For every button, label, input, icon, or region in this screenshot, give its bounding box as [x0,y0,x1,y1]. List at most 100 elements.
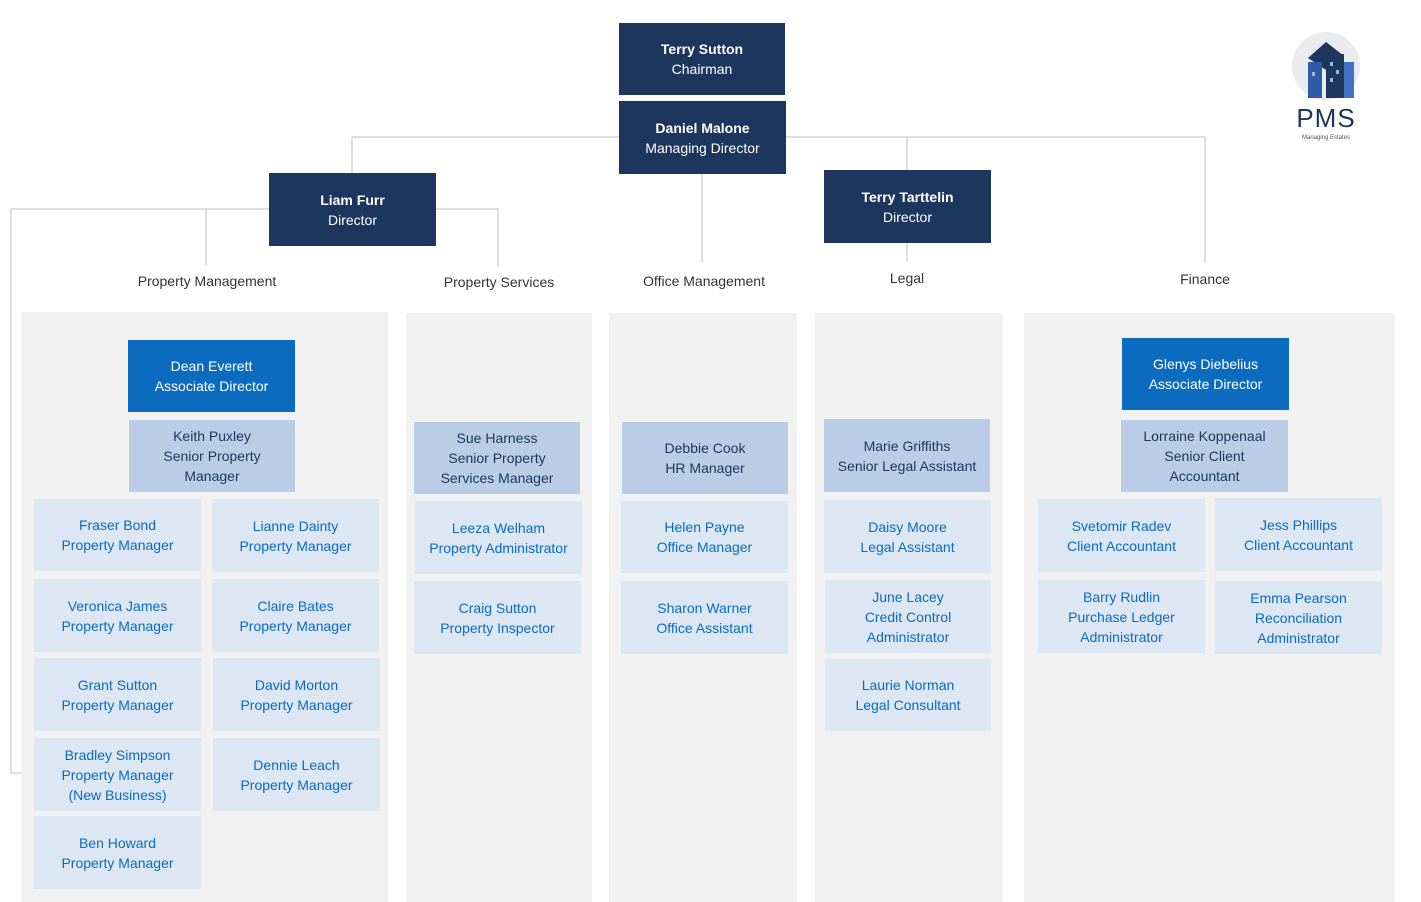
person-role: Chairman [671,61,733,77]
person-name: Craig Sutton [458,599,537,616]
staff-box: June Lacey Credit Control Administrator [825,580,991,653]
person-role: Credit Control [864,608,952,625]
staff-box: Leeza Welham Property Administrator [415,501,582,574]
person-name: Liam Furr [320,191,385,208]
person-name: Jess Phillips [1259,516,1338,533]
staff-box: Grant Sutton Property Manager [34,658,201,731]
person-name: Leeza Welham [451,519,546,536]
person-name: Lorraine Koppenaal [1143,428,1266,444]
senior-box-debbie-cook: Debbie Cook HR Manager [622,422,788,494]
person-name: Veronica James [67,597,168,614]
person-role: Senior Client [1164,448,1245,464]
senior-box-marie-griffiths: Marie Griffiths Senior Legal Assistant [824,419,990,492]
person-role: Senior Property [448,450,546,466]
person-role: Office Assistant [656,619,753,636]
person-role: Property Manager [240,696,353,713]
staff-box: Emma Pearson Reconciliation Administrato… [1215,581,1382,654]
staff-box: Fraser Bond Property Manager [34,499,201,571]
person-role: Manager [184,468,240,484]
person-name: Daisy Moore [868,518,947,535]
senior-box-sue-harness: Sue Harness Senior Property Services Man… [414,422,580,494]
building-logo-icon [1292,32,1360,100]
staff-box: Barry Rudlin Purchase Ledger Administrat… [1038,580,1205,653]
person-role: Property Manager [239,617,352,634]
staff-box: Svetomir Radev Client Accountant [1038,499,1205,572]
chairman-box: Terry Sutton Chairman [619,23,785,95]
person-role: Associate Director [1148,376,1263,392]
person-role: HR Manager [665,460,745,476]
person-role: Administrator [1257,629,1340,646]
person-role: Director [327,211,377,228]
person-name: Marie Griffiths [863,437,951,454]
person-name: Helen Payne [664,519,745,535]
staff-box: Sharon Warner Office Assistant [621,581,788,654]
person-role: Accountant [1169,468,1240,484]
person-name: David Morton [254,676,339,693]
person-role: Client Accountant [1244,536,1353,553]
person-name: Claire Bates [257,597,334,614]
dept-label-office-management: Office Management [643,273,765,289]
person-role: Legal Consultant [855,697,961,713]
staff-box: Veronica James Property Manager [34,579,201,652]
person-role: Associate Director [154,378,269,394]
person-name: Daniel Malone [655,119,750,136]
person-role: Property Manager [61,766,174,783]
person-name: Glenys Diebelius [1152,356,1259,372]
person-role: Reconciliation [1254,609,1343,626]
person-role: Property Administrator [429,539,568,556]
dept-label-finance: Finance [1180,271,1230,287]
person-name: Sharon Warner [657,599,752,616]
senior-box-keith-puxley: Keith Puxley Senior Property Manager [129,420,295,492]
logo-text: PMS [1296,103,1356,133]
person-role: Services Manager [440,470,554,486]
person-role: Purchase Ledger [1068,608,1175,625]
staff-box: Laurie Norman Legal Consultant [825,659,991,731]
staff-box: Lianne Dainty Property Manager [212,499,379,572]
person-role: Property Manager [239,537,352,554]
dept-label-property-services: Property Services [443,274,555,290]
person-role: Property Inspector [440,619,555,636]
staff-box: David Morton Property Manager [213,658,380,731]
person-role: Client Accountant [1067,537,1176,554]
staff-box: Claire Bates Property Manager [212,579,379,652]
person-name: Fraser Bond [78,517,157,533]
person-role: Property Manager [240,776,353,793]
associate-director-box-dean-everett: Dean Everett Associate Director [128,340,295,412]
person-name: Grant Sutton [77,676,158,693]
director-box-terry-tarttelin: Terry Tarttelin Director [824,170,991,243]
person-note: (New Business) [68,786,167,803]
person-name: Keith Puxley [173,428,251,444]
person-name: Terry Sutton [660,41,744,57]
associate-director-box-glenys-diebelius: Glenys Diebelius Associate Director [1122,338,1289,410]
person-role: Managing Director [645,139,760,156]
person-name: Lianne Dainty [252,517,339,534]
person-name: Svetomir Radev [1071,517,1172,534]
staff-box: Bradley Simpson Property Manager (New Bu… [34,738,201,811]
person-role: Senior Property [163,448,261,464]
staff-box: Jess Phillips Client Accountant [1215,498,1382,571]
person-name: Bradley Simpson [64,746,171,763]
person-role: Administrator [866,628,950,645]
dept-label-legal: Legal [889,270,925,286]
person-name: Debbie Cook [664,440,746,456]
person-name: Ben Howard [78,834,157,851]
person-name: Barry Rudlin [1082,588,1161,605]
person-name: Dennie Leach [253,756,340,773]
dept-label-property-management: Property Management [137,273,277,289]
person-name: June Lacey [872,588,944,605]
person-role: Office Manager [656,539,753,555]
person-name: Emma Pearson [1250,589,1347,606]
person-name: Dean Everett [170,358,253,374]
staff-box: Ben Howard Property Manager [34,816,201,889]
staff-box: Helen Payne Office Manager [621,501,788,573]
managing-director-box: Daniel Malone Managing Director [619,101,786,174]
person-role: Administrator [1080,628,1163,645]
person-role: Legal Assistant [860,538,955,555]
staff-box: Dennie Leach Property Manager [213,738,380,811]
person-name: Sue Harness [456,430,538,446]
person-role: Senior Legal Assistant [837,457,977,474]
person-role: Property Manager [61,537,174,553]
person-role: Property Manager [61,696,174,713]
person-role: Director [882,208,932,225]
person-name: Terry Tarttelin [861,188,954,205]
